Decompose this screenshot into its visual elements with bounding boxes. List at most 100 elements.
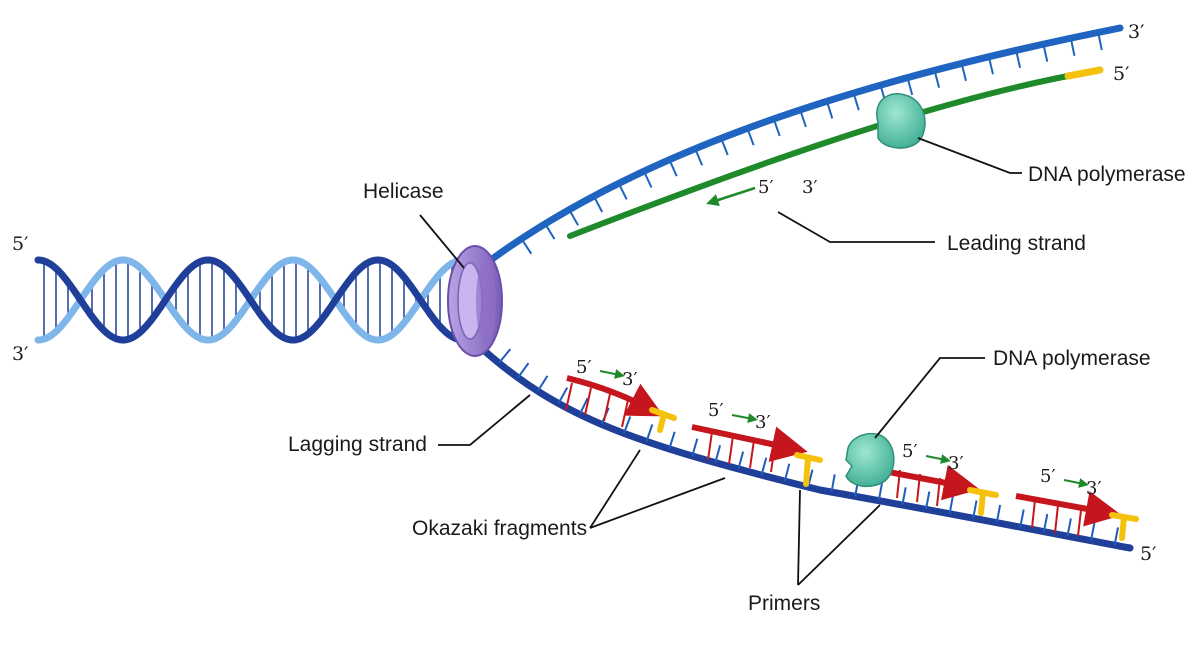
strand-base-tick [760, 457, 768, 476]
okazaki-fragment-2 [691, 424, 823, 487]
strand-base-tick [1042, 513, 1049, 532]
svg-text:5′: 5′ [1040, 466, 1056, 487]
leading-direction-label: 5′ 3′ [758, 177, 818, 198]
lagging-template-strand [474, 341, 1134, 552]
frag4-direction-arrow [1063, 478, 1089, 488]
helix-strand-dark [34, 256, 474, 344]
primer-4 [1109, 512, 1139, 541]
strand-base-tick [517, 362, 530, 379]
dna-polymerase-bottom-label: DNA polymerase [993, 347, 1151, 370]
svg-text:3′: 3′ [1086, 478, 1102, 499]
strand-base-tick [783, 463, 791, 482]
strand-base-tick [1042, 43, 1049, 62]
strand-base-tick [830, 474, 836, 493]
strand-base-tick [987, 56, 994, 75]
strand-base-tick [520, 238, 533, 255]
okazaki-fragment-1 [565, 375, 677, 433]
strand-base-tick [592, 195, 604, 213]
frag4-direction-label: 5′ 3′ [1040, 466, 1102, 499]
primers-label: Primers [748, 592, 820, 615]
strand-base-tick [799, 109, 807, 128]
polymerase-top-leader [917, 137, 1022, 174]
strand-base-tick [498, 348, 512, 364]
svg-text:5′: 5′ [708, 400, 724, 421]
frag1-direction-arrow [599, 369, 625, 379]
svg-text:3′: 3′ [755, 412, 771, 433]
strand-base-tick [694, 148, 704, 166]
strand-base-tick [972, 500, 978, 519]
svg-text:5′: 5′ [576, 357, 592, 378]
strand-base-tick [925, 491, 931, 510]
frag3-direction-label: 5′ 3′ [902, 441, 964, 474]
okazaki-fragment-4 [1015, 491, 1139, 541]
dna-polymerase-lagging [845, 432, 895, 488]
svg-text:3′: 3′ [802, 177, 818, 198]
strand-base-tick [877, 482, 883, 501]
strand-base-tick [714, 445, 722, 463]
leading-template-strand [484, 24, 1124, 266]
bottom-strand-end: 5′ [1140, 543, 1156, 565]
svg-text:5′: 5′ [758, 177, 774, 198]
strand-base-tick [746, 127, 755, 146]
strand-base-tick [544, 223, 556, 240]
strand-base-tick [578, 397, 589, 415]
helicase-label: Helicase [363, 180, 444, 203]
helicase-ring [447, 245, 503, 357]
strand-base-tick [668, 159, 678, 177]
helicase-leader [419, 214, 465, 269]
svg-text:3′: 3′ [622, 369, 638, 390]
helix-left-top-end: 5′ [12, 233, 28, 255]
primers-leader [797, 489, 881, 586]
strand-base-tick [1019, 509, 1025, 528]
strand-base-tick [852, 92, 860, 111]
strand-base-tick [645, 424, 654, 442]
strand-base-tick [825, 100, 834, 119]
leading-new-end: 5′ [1113, 63, 1129, 85]
okazaki-fragments [565, 375, 1139, 541]
strand-base-tick [737, 451, 745, 470]
strand-base-tick [906, 77, 914, 96]
strand-base-tick [995, 504, 1002, 523]
strand-base-tick [960, 63, 967, 82]
lagging-template-bases [498, 348, 1119, 546]
strand-base-tick [668, 431, 676, 450]
strand-base-tick [772, 118, 781, 137]
parental-double-helix [34, 256, 474, 344]
frag2-direction-label: 5′ 3′ [708, 400, 771, 433]
svg-text:3′: 3′ [948, 453, 964, 474]
strand-base-tick [1113, 527, 1119, 546]
strand-base-tick [1066, 518, 1072, 537]
leading-strand-leader [777, 211, 935, 243]
frag3-direction-arrow [925, 454, 951, 464]
strand-base-tick [1097, 32, 1103, 51]
strand-base-tick [691, 438, 699, 457]
leading-direction-arrow [706, 186, 756, 207]
strand-base-tick [933, 70, 941, 89]
dna-polymerase-leading [876, 93, 926, 149]
svg-text:5′: 5′ [902, 441, 918, 462]
strand-base-tick [642, 170, 653, 188]
strand-base-tick [720, 137, 729, 156]
frag1-direction-label: 5′ 3′ [576, 357, 638, 390]
strand-base-tick [617, 182, 628, 200]
helix-left-bottom-end: 3′ [12, 343, 28, 365]
leading-template-bases [520, 32, 1103, 255]
leading-strand-label: Leading strand [947, 232, 1086, 255]
strand-base-tick [1015, 50, 1022, 69]
strand-base-tick [568, 209, 579, 226]
strand-base-tick [1069, 37, 1076, 57]
primer-2 [794, 452, 823, 487]
primer-1 [649, 407, 677, 433]
strand-base-tick [536, 375, 549, 392]
strand-base-tick [622, 416, 632, 434]
primer-3 [967, 487, 999, 516]
leading-primer [1064, 66, 1104, 80]
lagging-strand-leader [438, 394, 531, 446]
lagging-strand-label: Lagging strand [288, 433, 427, 456]
dna-polymerase-top-label: DNA polymerase [1028, 163, 1186, 186]
helix-strand-light [34, 256, 474, 344]
leading-new-strand [567, 73, 1071, 239]
strand-base-tick [557, 387, 569, 404]
